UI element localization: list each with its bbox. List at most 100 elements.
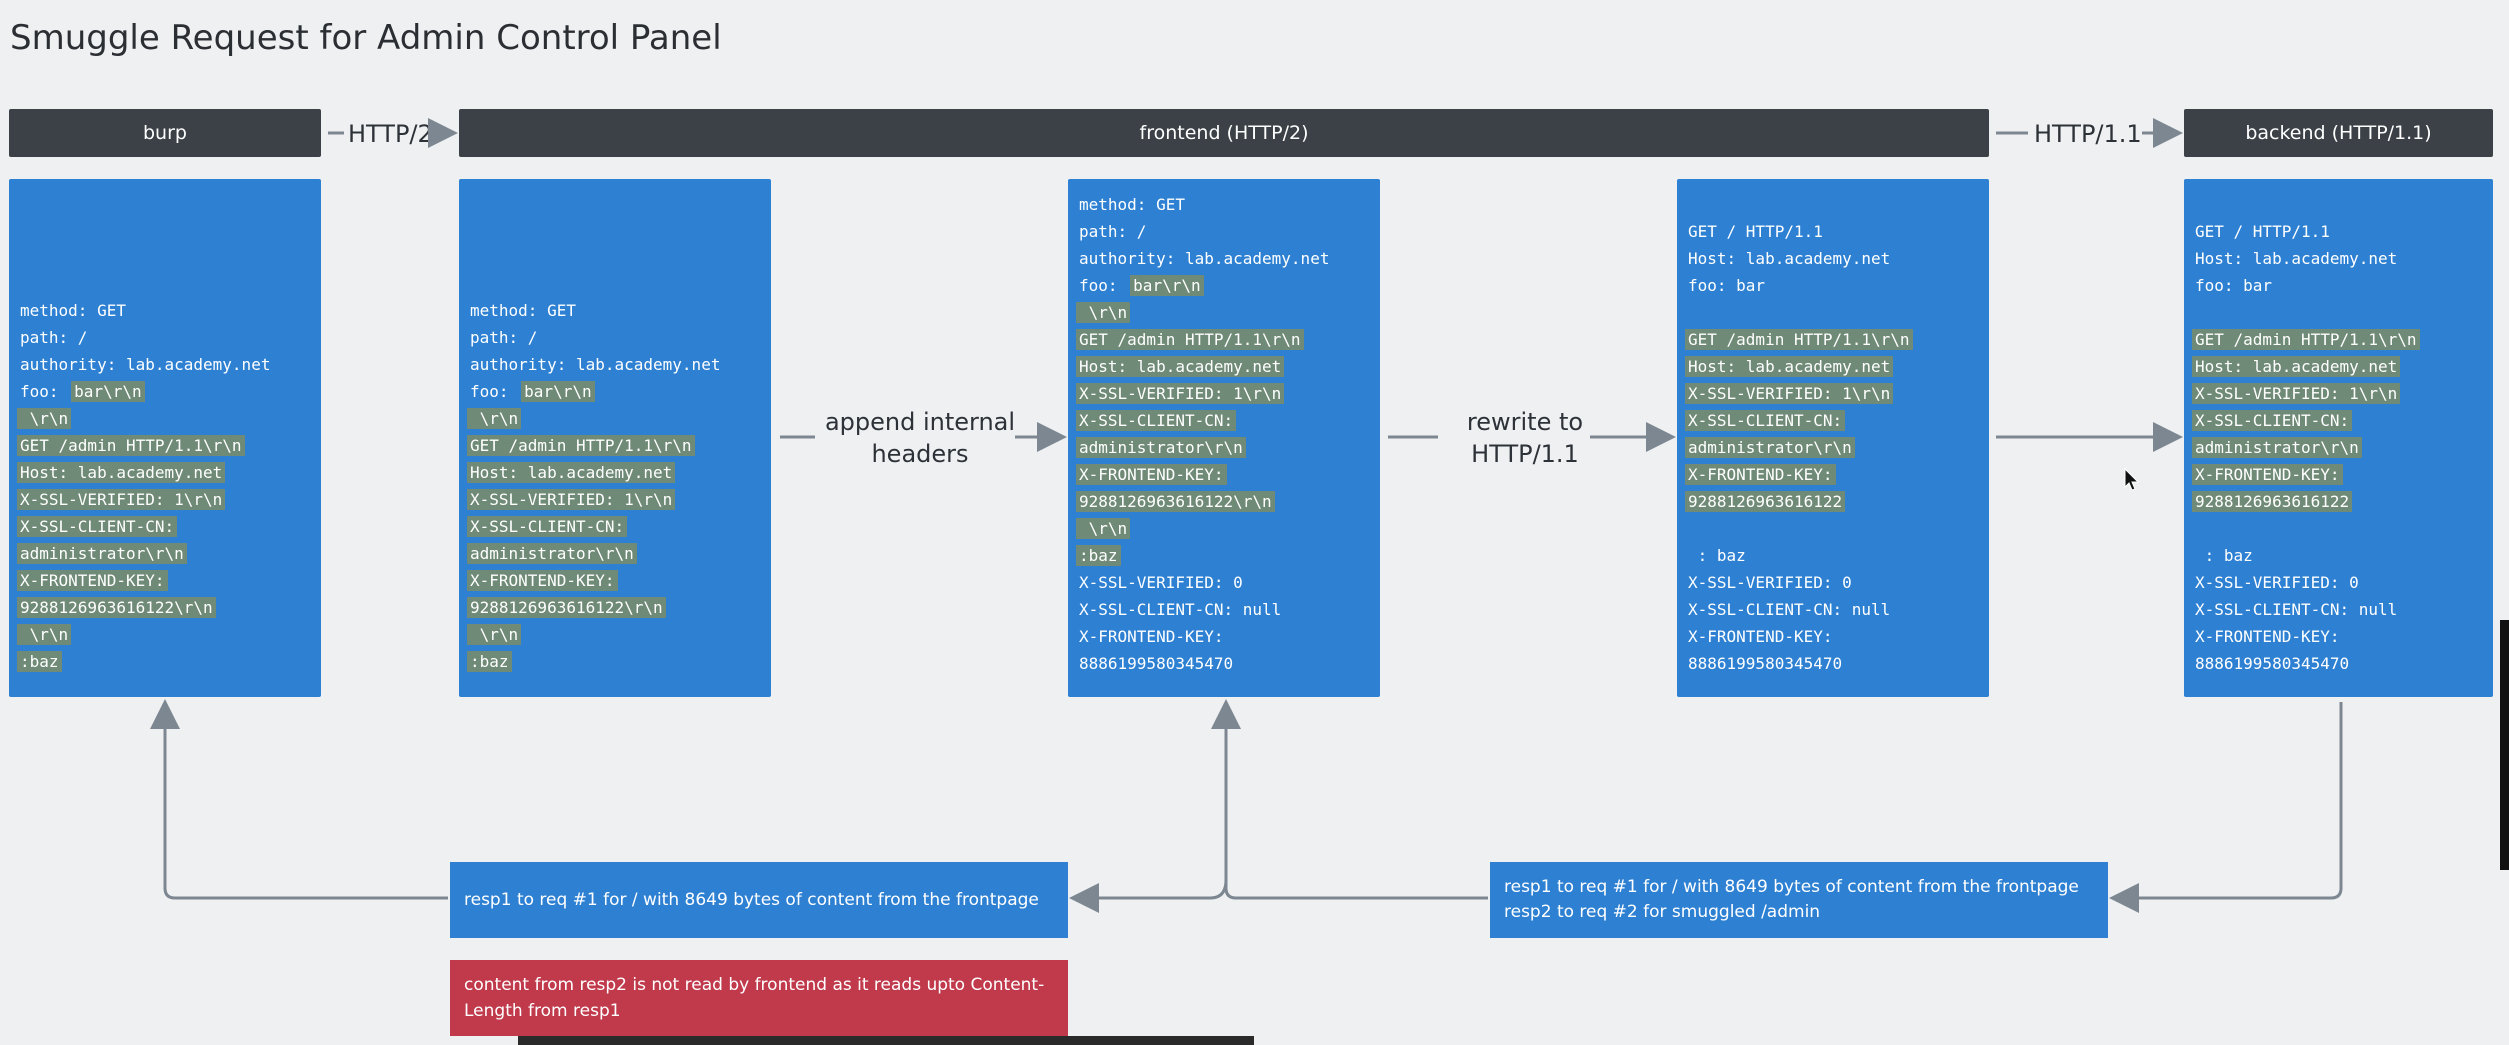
request-line: foo: bar (1685, 272, 1981, 299)
request-line-text: X-FRONTEND-KEY: (467, 570, 618, 591)
request-line-text: : baz (1688, 546, 1746, 565)
http11-label: HTTP/1.1 (2034, 120, 2142, 148)
request-line-text: X-SSL-CLIENT-CN: (2192, 410, 2353, 431)
response-to-burp: resp1 to req #1 for / with 8649 bytes of… (450, 862, 1068, 938)
request-line-text: X-SSL-VERIFIED: 1\r\n (1685, 383, 1894, 404)
request-line-text: administrator\r\n (1076, 437, 1246, 458)
request-line-text: Host: lab.academy.net (1076, 356, 1285, 377)
request-line: administrator\r\n (1685, 434, 1981, 461)
request-line: Host: lab.academy.net (1685, 245, 1981, 272)
request-line-text: 8886199580345470 (1079, 654, 1234, 673)
arrow-backend-response (2109, 702, 2343, 913)
frontend-header: frontend (HTTP/2) (459, 109, 1989, 157)
request-line: X-SSL-CLIENT-CN: (2192, 407, 2485, 434)
request-line-text: \r\n (17, 624, 72, 645)
request-line: X-SSL-VERIFIED: 0 (1076, 569, 1372, 596)
request-line: GET /admin HTTP/1.1\r\n (17, 432, 313, 459)
request-line-text: administrator\r\n (2192, 437, 2362, 458)
request-line-highlight: bar\r\n (71, 381, 145, 402)
request-line-text: X-SSL-VERIFIED: 1\r\n (467, 489, 676, 510)
request-line-text: \r\n (17, 408, 72, 429)
request-line: authority: lab.academy.net (1076, 245, 1372, 272)
request-line-text: 9288126963616122 (2192, 491, 2353, 512)
request-line: foo: bar\r\n (1076, 272, 1372, 299)
request-line: X-SSL-CLIENT-CN: (1685, 407, 1981, 434)
request-line: X-SSL-CLIENT-CN: null (1076, 596, 1372, 623)
request-line: Host: lab.academy.net (2192, 245, 2485, 272)
request-line-text: method: GET (20, 301, 126, 320)
request-line: 9288126963616122\r\n (1076, 488, 1372, 515)
request-line: X-SSL-VERIFIED: 0 (2192, 569, 2485, 596)
request-line: path: / (1076, 218, 1372, 245)
request-line: :baz (1076, 542, 1372, 569)
request-line-text: administrator\r\n (467, 543, 637, 564)
request-line-text: foo: bar (2195, 276, 2273, 295)
request-line-text: path: / (20, 328, 88, 347)
request-line-text: administrator\r\n (1685, 437, 1855, 458)
request-line: X-SSL-CLIENT-CN: (1076, 407, 1372, 434)
request-line: GET / HTTP/1.1 (2192, 218, 2485, 245)
request-line: \r\n (1076, 515, 1372, 542)
request-line-text: X-SSL-VERIFIED: 1\r\n (2192, 383, 2401, 404)
request-line: X-SSL-VERIFIED: 1\r\n (1685, 380, 1981, 407)
request-line: \r\n (17, 405, 313, 432)
request-line-text: path: / (470, 328, 538, 347)
request-line: \r\n (467, 621, 763, 648)
resp2-not-read-note: content from resp2 is not read by fronte… (450, 960, 1068, 1036)
request-line-highlight: bar\r\n (521, 381, 595, 402)
request-line: X-FRONTEND-KEY: (1076, 623, 1372, 650)
request-line-text: :baz (17, 651, 62, 672)
request-line-text: X-SSL-CLIENT-CN: (467, 516, 628, 537)
request-line: administrator\r\n (2192, 434, 2485, 461)
request-line: GET /admin HTTP/1.1\r\n (467, 432, 763, 459)
request-line: foo: bar\r\n (17, 378, 313, 405)
arrow-response-to-frontend (1211, 699, 1488, 900)
request-line-text: 9288126963616122\r\n (17, 597, 216, 618)
request-line-text: GET /admin HTTP/1.1\r\n (17, 435, 245, 456)
request-line-text: 9288126963616122 (1685, 491, 1846, 512)
mouse-cursor-icon (2124, 468, 2140, 491)
append-headers-line2: headers (871, 440, 969, 468)
request-line-text: X-SSL-VERIFIED: 1\r\n (1076, 383, 1285, 404)
request-line-text: X-SSL-CLIENT-CN: (1685, 410, 1846, 431)
scrollbar[interactable] (2500, 620, 2509, 870)
request-line: X-SSL-VERIFIED: 1\r\n (2192, 380, 2485, 407)
response-to-burp-text: resp1 to req #1 for / with 8649 bytes of… (464, 889, 1039, 910)
request-line-text: 8886199580345470 (2195, 654, 2350, 673)
request-line-text: X-FRONTEND-KEY: (2195, 627, 2340, 646)
request-line-text: \r\n (467, 408, 522, 429)
request-line: 8886199580345470 (1685, 650, 1981, 677)
request-line-text: X-FRONTEND-KEY: (1685, 464, 1836, 485)
request-line: 9288126963616122\r\n (467, 594, 763, 621)
backend-header: backend (HTTP/1.1) (2184, 109, 2493, 157)
rewrite-line2: HTTP/1.1 (1471, 440, 1579, 468)
request-line-text: GET / HTTP/1.1 (1688, 222, 1823, 241)
request-line-text: Host: lab.academy.net (2195, 249, 2398, 268)
request-line: X-SSL-CLIENT-CN: (467, 513, 763, 540)
request-line-text: Host: lab.academy.net (17, 462, 226, 483)
request-line-text: X-SSL-VERIFIED: 0 (2195, 573, 2359, 592)
request-line-text: foo: (1079, 276, 1128, 295)
request-line-text: Host: lab.academy.net (2192, 356, 2401, 377)
request-line-text: : baz (2195, 546, 2253, 565)
request-line: X-SSL-CLIENT-CN: (17, 513, 313, 540)
request-line: 9288126963616122\r\n (17, 594, 313, 621)
request-line: \r\n (1076, 299, 1372, 326)
request-line: method: GET (1076, 191, 1372, 218)
request-line-text: authority: lab.academy.net (1079, 249, 1330, 268)
request-line: \r\n (467, 405, 763, 432)
response-from-backend-line2: resp2 to req #2 for smuggled /admin (1504, 902, 1821, 922)
request-line-text: GET /admin HTTP/1.1\r\n (1685, 329, 1913, 350)
request-line: foo: bar\r\n (467, 378, 763, 405)
request-line: : baz (1685, 542, 1981, 569)
request-line-text: \r\n (1076, 518, 1131, 539)
request-line: X-FRONTEND-KEY: (17, 567, 313, 594)
request-line: 9288126963616122 (1685, 488, 1981, 515)
request-line: path: / (467, 324, 763, 351)
request-line: Host: lab.academy.net (2192, 353, 2485, 380)
request-line: \r\n (17, 621, 313, 648)
request-line: X-FRONTEND-KEY: (2192, 461, 2485, 488)
request-line-text: X-SSL-CLIENT-CN: null (1688, 600, 1891, 619)
